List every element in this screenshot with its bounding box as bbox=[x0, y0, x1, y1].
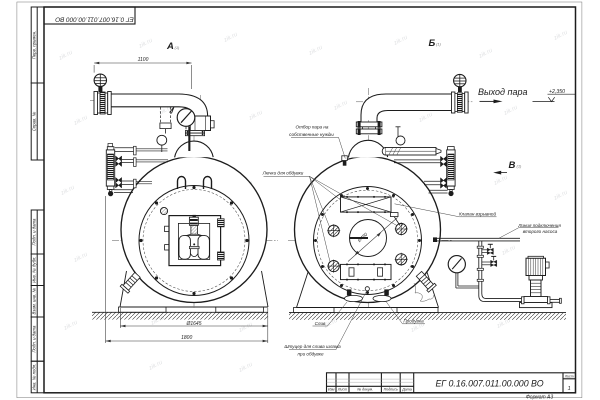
svg-text:Взам. инв. №: Взам. инв. № bbox=[31, 288, 36, 315]
svg-text:Слив: Слив bbox=[315, 321, 326, 326]
svg-text:№ докум.: № докум. bbox=[357, 388, 373, 392]
svg-text:+2,350: +2,350 bbox=[549, 89, 565, 95]
svg-text:Лист: Лист bbox=[337, 388, 347, 392]
svg-text:Справ. №: Справ. № bbox=[31, 111, 36, 131]
svg-text:Б: Б bbox=[429, 38, 436, 49]
svg-text:(1): (1) bbox=[517, 164, 523, 169]
svg-text:второго насоса: второго насоса bbox=[523, 229, 558, 234]
svg-text:А: А bbox=[166, 41, 174, 52]
svg-text:Инв. № дубл.: Инв. № дубл. bbox=[31, 256, 36, 282]
svg-text:(1): (1) bbox=[436, 42, 442, 47]
svg-text:Подп. и дата: Подп. и дата bbox=[31, 218, 36, 246]
svg-text:1800: 1800 bbox=[181, 335, 192, 341]
svg-text:Выход пара: Выход пара bbox=[478, 87, 527, 97]
svg-text:1: 1 bbox=[568, 386, 571, 392]
svg-text:при обдувке: при обдувке bbox=[297, 351, 323, 356]
svg-text:Отбор пара на: Отбор пара на bbox=[296, 124, 329, 129]
svg-text:Линия подключения: Линия подключения bbox=[517, 223, 561, 228]
svg-text:Штуцер для слива шлама: Штуцер для слива шлама bbox=[284, 344, 341, 349]
svg-text:Изм: Изм bbox=[328, 388, 335, 392]
svg-text:Перв. примен.: Перв. примен. bbox=[31, 31, 36, 60]
svg-text:Лист: Лист bbox=[564, 375, 574, 379]
svg-text:собственные нужды: собственные нужды bbox=[289, 132, 334, 137]
svg-text:Продувка: Продувка bbox=[403, 319, 424, 324]
svg-text:ЕГ 0.16.007.011.00.000 ВО: ЕГ 0.16.007.011.00.000 ВО bbox=[435, 378, 543, 388]
svg-text:Лючки для обдувки: Лючки для обдувки bbox=[262, 171, 304, 176]
svg-text:1100: 1100 bbox=[138, 57, 149, 63]
svg-text:Подп. и дата: Подп. и дата bbox=[31, 325, 36, 353]
svg-text:Формат А3: Формат А3 bbox=[526, 395, 554, 400]
svg-text:Ø1645: Ø1645 bbox=[185, 321, 201, 327]
svg-text:В: В bbox=[509, 160, 516, 171]
svg-text:Инв. № подл.: Инв. № подл. bbox=[31, 364, 36, 391]
svg-text:Клапан взрывной: Клапан взрывной bbox=[459, 211, 497, 217]
svg-text:Подпись: Подпись bbox=[384, 388, 398, 392]
svg-text:ЕГ 0.16.007.011.00.000 ВО: ЕГ 0.16.007.011.00.000 ВО bbox=[55, 15, 134, 22]
svg-text:Дата: Дата bbox=[401, 388, 411, 392]
svg-text:(1): (1) bbox=[175, 45, 181, 50]
